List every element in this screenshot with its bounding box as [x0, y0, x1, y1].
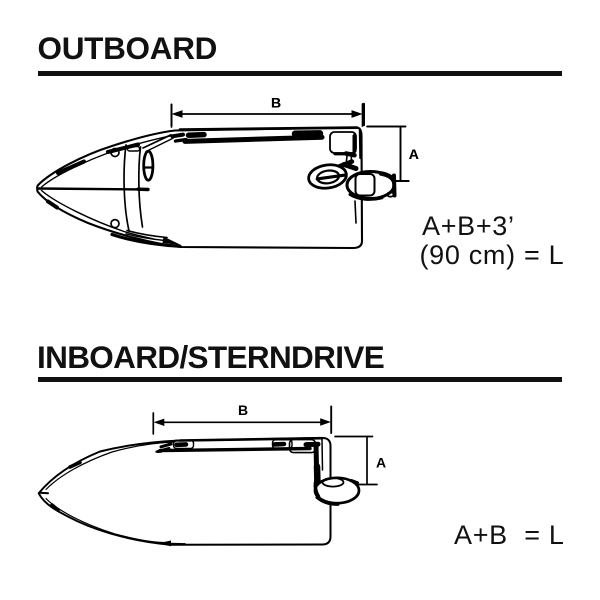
svg-text:A: A	[409, 146, 419, 162]
svg-text:B: B	[271, 94, 281, 110]
svg-text:B: B	[238, 402, 248, 418]
svg-text:B: B	[271, 94, 281, 110]
svg-text:A: A	[376, 455, 386, 471]
svg-text:A: A	[409, 146, 419, 162]
